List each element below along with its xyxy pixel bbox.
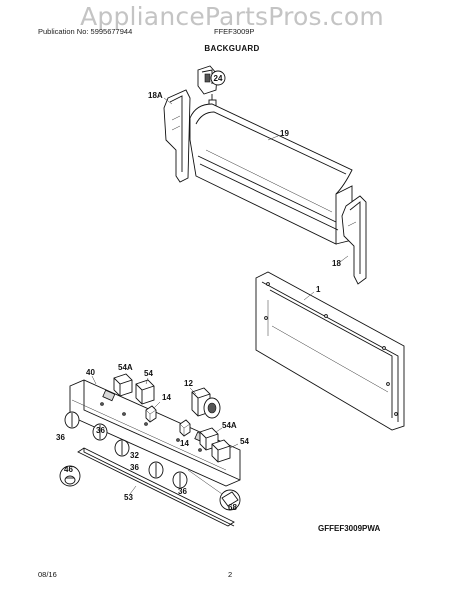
callout-54a-top: 54A <box>118 363 133 372</box>
callout-36-a: 36 <box>56 433 65 442</box>
callout-36-c: 36 <box>130 463 139 472</box>
part-40-control-panel[interactable] <box>69 379 241 487</box>
part-14-insert-top[interactable] <box>145 405 157 423</box>
callout-18: 18 <box>332 259 341 268</box>
leader-54-top <box>145 377 149 385</box>
callout-18a: 18A <box>148 91 163 100</box>
svg-text:24: 24 <box>214 74 223 83</box>
part-53-trim-strip[interactable] <box>77 447 235 527</box>
callout-12: 12 <box>184 379 193 388</box>
part-18a-left-bracket[interactable] <box>163 89 191 183</box>
callout-32: 32 <box>130 451 139 460</box>
callout-68: 68 <box>228 503 237 512</box>
part-54-switch-top[interactable] <box>135 379 155 405</box>
part-36-knob-b[interactable] <box>92 423 108 441</box>
callout-19: 19 <box>280 129 289 138</box>
part-18-right-bracket[interactable] <box>341 195 367 285</box>
page-number: 2 <box>228 570 233 579</box>
callout-54-top: 54 <box>144 369 153 378</box>
section-title: BACKGUARD <box>204 44 260 53</box>
watermark: AppliancePartsPros.com <box>80 2 384 31</box>
leader-12 <box>189 387 197 395</box>
callout-36-d: 36 <box>178 487 187 496</box>
leader-40 <box>91 375 97 385</box>
callout-53: 53 <box>124 493 133 502</box>
model-number: FFEF3009P <box>214 27 255 36</box>
part-68-harness-clip[interactable] <box>187 469 241 511</box>
callout-54-right: 54 <box>240 437 249 446</box>
part-54a-switch-top[interactable] <box>113 373 133 397</box>
part-32-knob[interactable] <box>114 439 130 457</box>
leader-19 <box>267 135 279 141</box>
callout-36-b: 36 <box>96 426 105 435</box>
callout-40: 40 <box>86 368 95 377</box>
leader-18 <box>339 255 349 263</box>
part-19-backguard-panel[interactable] <box>189 103 353 245</box>
leader-14-top <box>153 401 161 409</box>
part-14-insert-mid[interactable] <box>179 419 191 437</box>
part-54-switch-right[interactable] <box>211 439 231 463</box>
part-24-clip[interactable] <box>197 65 218 107</box>
part-36-knob-a[interactable] <box>64 411 80 429</box>
part-36-knob-d[interactable] <box>172 471 188 489</box>
leader-1 <box>303 291 315 301</box>
callout-54a-right: 54A <box>222 421 237 430</box>
leader-54a-right <box>215 427 223 433</box>
part-46-indicator[interactable] <box>59 465 81 487</box>
part-1-rear-panel[interactable] <box>255 271 405 431</box>
leader-54-right <box>229 443 239 449</box>
leader-53 <box>129 485 137 495</box>
callout-14-top: 14 <box>162 393 171 402</box>
leader-18a <box>163 97 173 105</box>
callout-14-mid: 14 <box>180 439 189 448</box>
publication-number: Publication No: 5995677944 <box>38 27 133 36</box>
callout-46: 46 <box>64 465 73 474</box>
diagram-code: GFFEF3009PWA <box>318 524 381 533</box>
part-12-infinite-switch[interactable] <box>191 387 221 419</box>
callout-24: 24 <box>210 70 226 86</box>
part-36-knob-c[interactable] <box>148 461 164 479</box>
footer-date: 08/16 <box>38 570 57 579</box>
callout-1: 1 <box>316 285 321 294</box>
